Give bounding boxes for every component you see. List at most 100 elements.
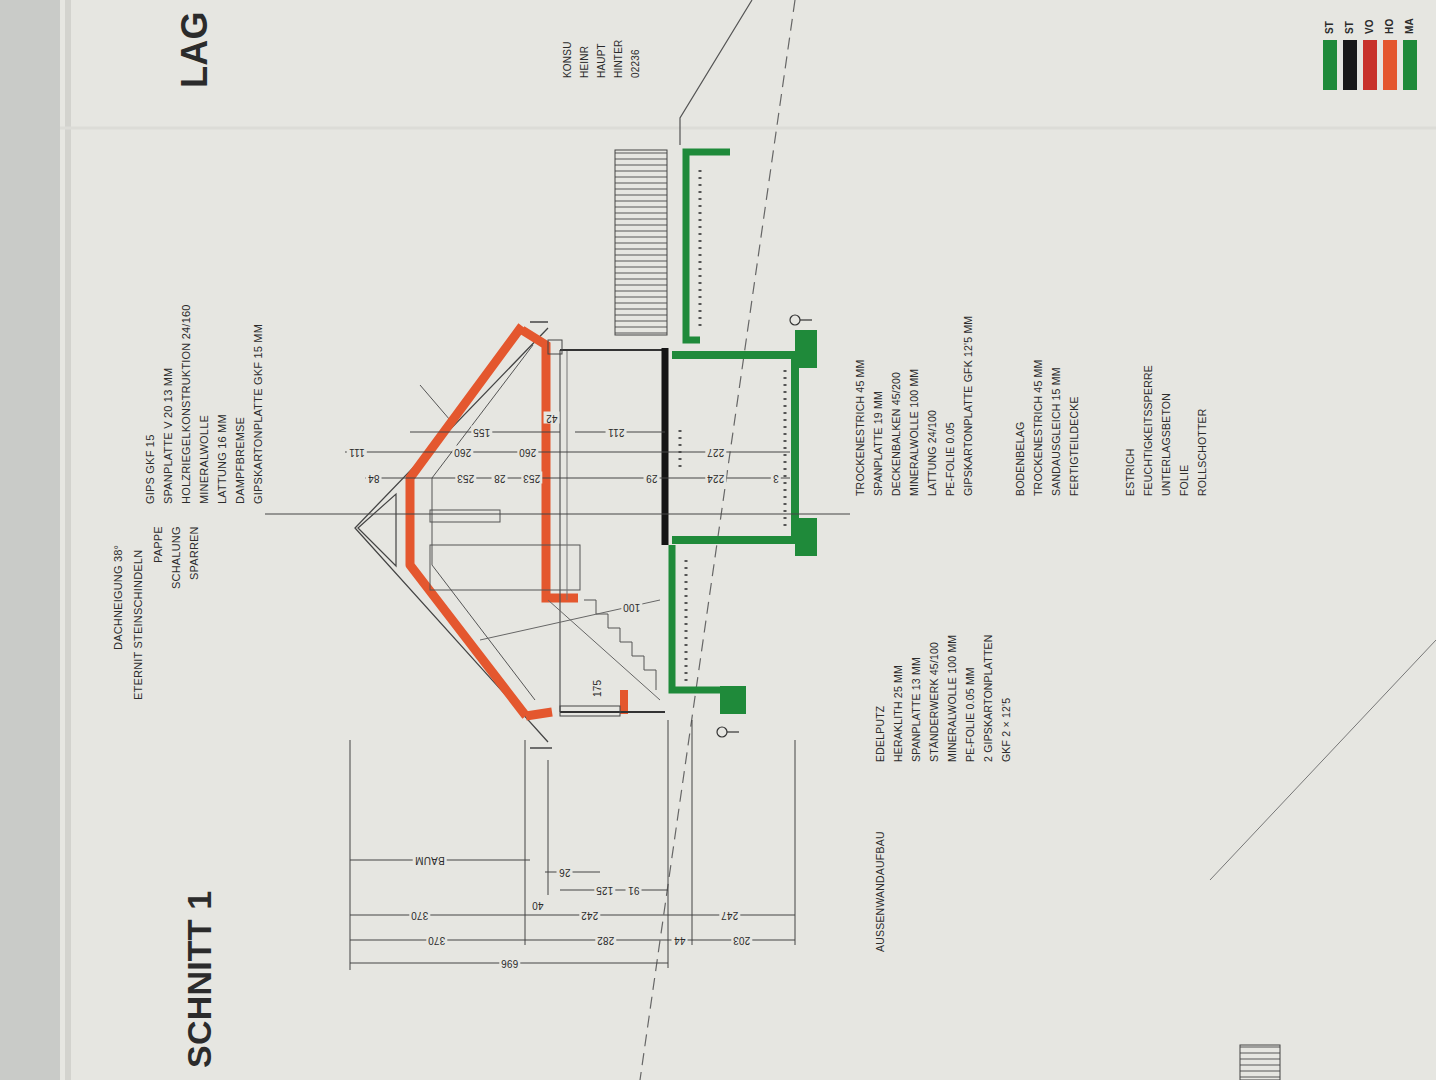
extension-line xyxy=(692,720,693,945)
layer-note: STÄNDERWERK 45/100 xyxy=(928,642,940,762)
legend-swatch xyxy=(1343,40,1357,90)
wall-segment xyxy=(620,690,628,714)
dimension: 42 xyxy=(544,412,560,424)
layer-note: SPANPLATTE 19 MM xyxy=(872,391,884,496)
dimension: 111 xyxy=(347,446,367,458)
layer-note: MINERALWOLLE 100 MM xyxy=(946,635,958,762)
gravel xyxy=(679,430,682,470)
roof-skin xyxy=(355,328,548,742)
roof-layer-note: PAPPE xyxy=(152,526,165,563)
wall xyxy=(560,349,665,351)
dimension: 3 xyxy=(771,472,781,484)
dimension: 211 xyxy=(606,426,627,438)
office-stamp: HINTER xyxy=(613,40,625,78)
roof-layer-note: GIPSKARTONPLATTE GKF 15 MM xyxy=(252,324,265,504)
layer-note: FEUCHTIGKEITSSPERRE xyxy=(1142,365,1154,496)
dimension: 100 xyxy=(621,601,642,613)
terrain-line xyxy=(680,0,752,145)
drawing-title: SCHNITT 1 xyxy=(180,891,219,1068)
legend-swatch xyxy=(1323,40,1337,90)
dimension: 175 xyxy=(592,677,604,698)
dimension: 125 xyxy=(594,884,615,896)
wall xyxy=(560,711,665,713)
roof-layer-note: DACHNEIGUNG 38° xyxy=(112,545,125,650)
background-strip xyxy=(0,0,60,1080)
legend-text: VO xyxy=(1364,19,1376,34)
floor-line xyxy=(567,350,568,600)
dimension: 247 xyxy=(719,909,740,921)
layer-note: SPANPLATTE 13 MM xyxy=(910,657,922,762)
tree-note: BAUM xyxy=(413,854,447,866)
dimension: 282 xyxy=(595,934,616,946)
layer-note: FERTIGTEILDECKE xyxy=(1068,396,1080,496)
retaining-wall xyxy=(672,545,720,690)
railing-symbol xyxy=(1240,1045,1280,1080)
extension-line xyxy=(525,740,526,945)
dimension: 40 xyxy=(530,899,546,911)
layer-note: HERAKLITH 25 MM xyxy=(892,665,904,762)
legend-swatch xyxy=(1403,40,1417,90)
site-line xyxy=(1210,640,1436,880)
stair-line xyxy=(480,600,660,640)
layer-note: 2 GIPSKARTONPLATTEN xyxy=(982,634,994,762)
roof-layer-note: HOLZRIEGELKONSTRUKTION 24/160 xyxy=(180,304,193,504)
roof-layer-note: LATTUNG 16 MM xyxy=(216,414,229,504)
dimension: 370 xyxy=(409,909,430,921)
roof-detail xyxy=(420,385,450,420)
roof-layer-note: DAMPFBREMSE xyxy=(234,417,247,504)
roof-layer-note: MINERALWOLLE xyxy=(198,415,211,504)
layer-note: SANDAUSGLEICH 15 MM xyxy=(1050,367,1062,496)
roof-layer-note: SCHALUNG xyxy=(170,526,183,589)
floor-line xyxy=(559,350,560,712)
gutter xyxy=(530,747,552,749)
layer-note: GKF 2 × 12'5 xyxy=(1000,698,1012,762)
gravel xyxy=(685,560,688,685)
dimension: 28 xyxy=(492,472,508,484)
gutter xyxy=(530,321,548,323)
layer-note: FOLIE xyxy=(1178,465,1190,496)
window xyxy=(560,706,620,716)
dimension: 29 xyxy=(644,472,660,484)
dimension: 224 xyxy=(705,472,726,484)
dimension: 84 xyxy=(366,472,382,484)
dimension: 260 xyxy=(517,446,538,458)
retaining-wall xyxy=(686,152,730,340)
floor-slab xyxy=(662,348,669,545)
dimension-line xyxy=(350,940,795,941)
dimension: 253 xyxy=(455,472,476,484)
foundation xyxy=(795,518,817,556)
legend-swatch xyxy=(1363,40,1377,90)
knee-wall xyxy=(522,330,578,598)
office-stamp: HAUPT xyxy=(596,43,608,78)
dimension: 26 xyxy=(557,866,573,878)
gravel xyxy=(784,370,787,528)
legend-swatch xyxy=(1383,40,1397,90)
layer-note: PE-FOLIE 0.05 xyxy=(944,422,956,496)
dimension: 203 xyxy=(731,934,752,946)
paper-fold xyxy=(60,127,1436,130)
level-marker xyxy=(717,727,727,737)
roof-structure xyxy=(410,326,526,716)
paper-fold xyxy=(65,0,71,1080)
dimension: 91 xyxy=(626,884,642,896)
office-stamp: HEINR xyxy=(579,46,591,78)
roof-layer-note: GIPS GKF 15 xyxy=(144,435,157,504)
stair xyxy=(548,600,660,700)
layer-note: ESTRICH xyxy=(1124,449,1136,497)
layer-note: AUSSENWANDAUFBAU xyxy=(874,831,886,952)
legend-text: HO xyxy=(1384,19,1396,34)
layer-note: UNTERLAGSBETON xyxy=(1160,393,1172,496)
dimension: 260 xyxy=(452,446,473,458)
layer-note: MINERALWOLLE 100 MM xyxy=(908,369,920,496)
railing xyxy=(615,150,667,335)
axis-line xyxy=(265,514,850,515)
dimension: 44 xyxy=(672,934,688,946)
stair xyxy=(584,600,656,690)
legend-text: MA xyxy=(1404,18,1416,34)
layer-note: DECKENBALKEN 45/200 xyxy=(890,372,902,496)
legend-text: ST xyxy=(1344,21,1356,34)
level-marker xyxy=(790,315,800,325)
